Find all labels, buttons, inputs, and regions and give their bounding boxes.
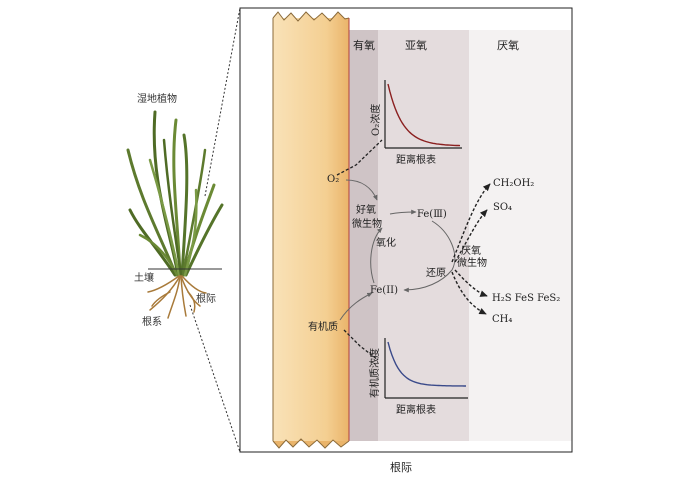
fe3-reduction-arc [431, 220, 456, 271]
anaerobic-to-ch4-arrow [451, 271, 487, 315]
o2-leader-line [336, 139, 383, 176]
anaerobic-label-1: 厌氧 [461, 244, 481, 257]
organic-matter-label: 有机质 [308, 320, 338, 333]
anaerobic-to-sulfides-arrow [454, 269, 488, 297]
fe2-oxidation-arrow [370, 227, 383, 284]
wetland-plant: 湿地植物 土壤 根际 根系 [126, 92, 224, 328]
fe2-label: Fe(II) [370, 285, 398, 296]
product-so4: SO₄ [493, 202, 512, 213]
anaerobic-to-ch2o-arrow [451, 183, 491, 263]
om-leader-line [343, 329, 379, 361]
product-ch4: CH₄ [492, 314, 512, 325]
soil-label: 土壤 [134, 271, 154, 284]
reduction-to-fe2-arrow [403, 269, 453, 293]
root-top-edge [272, 11, 350, 22]
product-ch2o: CH₂OH₂ [493, 178, 534, 189]
anaerobic-products: CH₂OH₂ SO₄ H₂S FeS FeS₂ CH₄ [492, 178, 560, 325]
oxic-zone [349, 30, 378, 441]
anaerobic-label-2: 微生物 [457, 256, 487, 269]
om-concentration-plot: 有机质浓度 距离根表 [368, 338, 468, 416]
plant-leaves [126, 110, 224, 277]
om-plot-ylabel: 有机质浓度 [368, 348, 381, 398]
om-to-fe2-arrow [339, 292, 373, 321]
to-fe3-arrow [389, 209, 417, 215]
o2-curve [387, 83, 461, 147]
product-sulfides: H₂S FeS FeS₂ [492, 293, 560, 304]
iron-cycle: O₂ 好氧 微生物 Fe(Ⅲ) 氧化 还原 Fe(II) 有机质 厌氧 微生物 [308, 139, 491, 361]
plant-roots [147, 275, 207, 319]
zone-label-suboxic: 亚氧 [405, 38, 427, 52]
zone-label-oxic: 有氧 [353, 38, 375, 52]
zone-label-anoxic: 厌氧 [497, 38, 519, 52]
o2-plot-xlabel: 距离根表 [396, 153, 436, 166]
anoxic-zone [469, 30, 572, 441]
o2-plot-ylabel: O₂浓度 [369, 104, 382, 136]
o2-to-aerobic-arrow [345, 179, 378, 201]
root-body [273, 18, 349, 441]
zoom-line-bottom [189, 304, 241, 453]
om-curve [387, 341, 466, 387]
panel-caption: 根际 [390, 460, 412, 474]
o2-label: O₂ [327, 174, 339, 185]
reduction-label: 还原 [426, 267, 446, 279]
om-plot-xlabel: 距离根表 [396, 403, 436, 416]
aerobic-label-1: 好氧 [356, 203, 376, 216]
detail-panel: 有氧 亚氧 厌氧 根际 [239, 7, 573, 474]
rhizosphere-label: 根际 [196, 292, 216, 305]
aerobic-label-2: 微生物 [352, 217, 382, 230]
anaerobic-to-so4-arrow [454, 209, 488, 263]
o2-concentration-plot: O₂浓度 距离根表 [369, 80, 462, 166]
suboxic-zone [378, 30, 469, 441]
root-system-label: 根系 [142, 315, 162, 328]
root-bottom-edge [272, 438, 350, 449]
zoom-line-top [204, 7, 241, 197]
fe3-label: Fe(Ⅲ) [417, 209, 447, 220]
panel-frame [239, 7, 573, 453]
plant-title: 湿地植物 [137, 92, 177, 105]
oxidation-label: 氧化 [376, 236, 396, 249]
